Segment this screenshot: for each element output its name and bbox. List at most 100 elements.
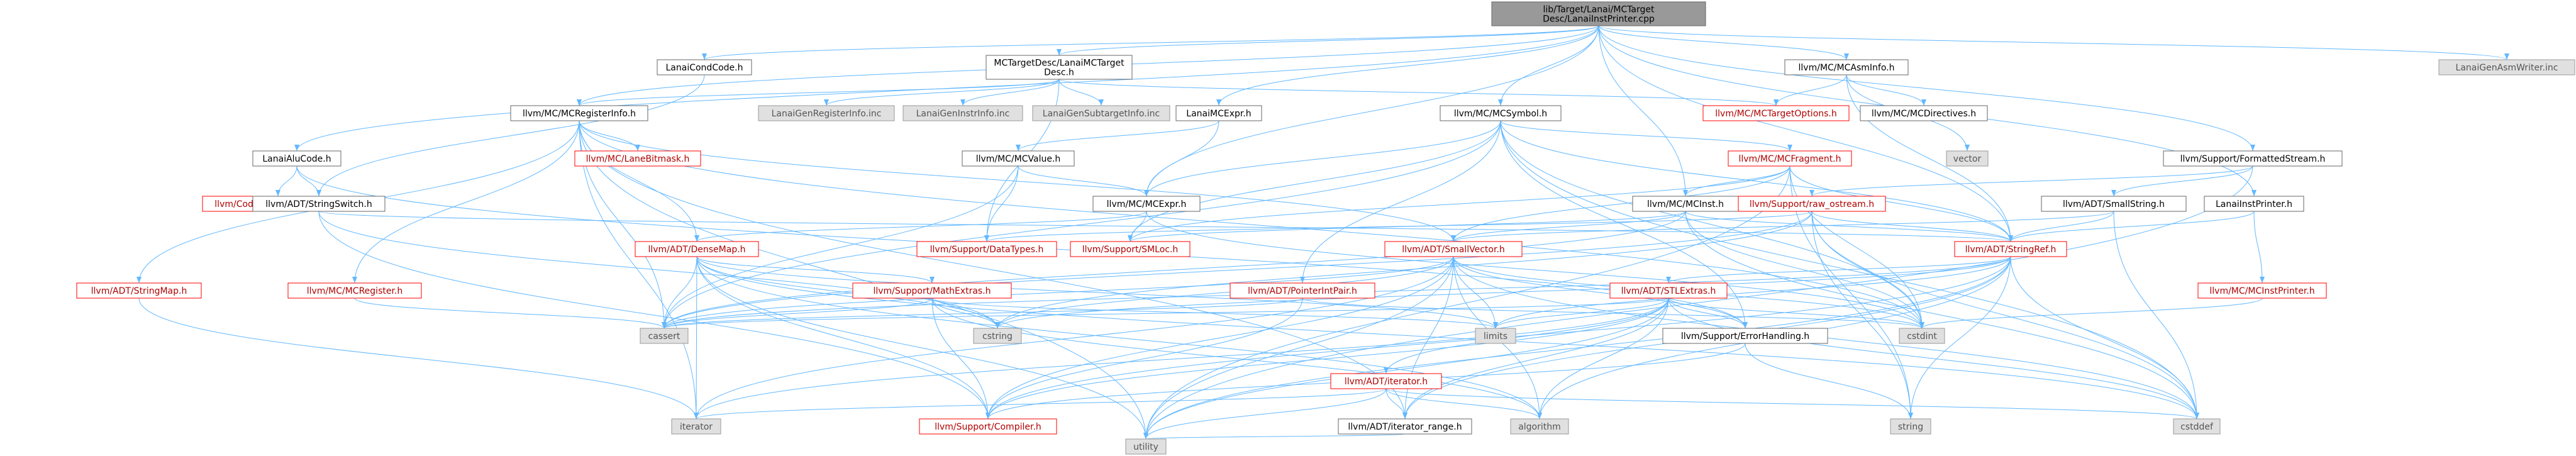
graph-node-cstring[interactable]: cstring bbox=[973, 328, 1022, 344]
graph-node-smloc[interactable]: llvm/Support/SMLoc.h bbox=[1070, 241, 1191, 257]
graph-node-limits[interactable]: limits bbox=[1475, 328, 1516, 344]
graph-node-box bbox=[1491, 1, 1706, 26]
edge-root-to-lanaimcexpr bbox=[1216, 25, 1599, 106]
graph-node-label: llvm/MC/MCTargetOptions.h bbox=[1715, 109, 1837, 119]
graph-node-compiler[interactable]: llvm/Support/Compiler.h bbox=[919, 418, 1057, 435]
graph-node-string[interactable]: string bbox=[1890, 418, 1931, 435]
graph-node-stringmap[interactable]: llvm/ADT/StringMap.h bbox=[76, 282, 202, 299]
graph-node-mcsymbol[interactable]: llvm/MC/MCSymbol.h bbox=[1440, 105, 1562, 121]
graph-node-label: llvm/ADT/StringMap.h bbox=[91, 286, 187, 296]
edge-iteratorrange-to-utility bbox=[1144, 432, 1406, 440]
graph-node-label: llvm/MC/LaneBitmask.h bbox=[586, 154, 690, 164]
graph-node-errorhandling[interactable]: llvm/Support/ErrorHandling.h bbox=[1662, 328, 1828, 344]
graph-node-utility[interactable]: utility bbox=[1125, 438, 1167, 455]
edge-stlextras-to-limits bbox=[1493, 298, 1669, 329]
graph-node-mathextras[interactable]: llvm/Support/MathExtras.h bbox=[852, 282, 1012, 299]
graph-node-instrinfoinc[interactable]: LanaiGenInstrInfo.inc bbox=[902, 105, 1023, 121]
graph-node-label: iterator bbox=[680, 422, 713, 432]
edge-adtiterator-to-utility bbox=[1143, 388, 1387, 440]
graph-node-formattedstream[interactable]: llvm/Support/FormattedStream.h bbox=[2163, 150, 2343, 167]
graph-node-datatypes[interactable]: llvm/Support/DataTypes.h bbox=[916, 241, 1057, 257]
graph-node-label: lib/Target/Lanai/MCTarget bbox=[1543, 5, 1655, 15]
graph-node-mcinstprinter[interactable]: llvm/MC/MCInstPrinter.h bbox=[2197, 282, 2327, 299]
edge-rawostream-to-datatypes bbox=[984, 211, 1813, 242]
graph-node-stringswitch[interactable]: llvm/ADT/StringSwitch.h bbox=[252, 196, 386, 212]
graph-node-lanaimcexpr[interactable]: LanaiMCExpr.h bbox=[1175, 105, 1262, 121]
graph-node-label: llvm/Support/ErrorHandling.h bbox=[1681, 331, 1809, 342]
graph-node-rawostream[interactable]: llvm/Support/raw_ostream.h bbox=[1738, 196, 1886, 212]
graph-node-cstddef[interactable]: cstddef bbox=[2173, 418, 2221, 435]
edge-densemap-to-compiler bbox=[696, 256, 991, 420]
graph-node-mcvalue[interactable]: llvm/MC/MCValue.h bbox=[962, 150, 1075, 167]
graph-node-stlextras[interactable]: llvm/ADT/STLExtras.h bbox=[1609, 282, 1728, 299]
graph-node-adtiterator[interactable]: llvm/ADT/iterator.h bbox=[1330, 373, 1442, 389]
graph-node-densemap[interactable]: llvm/ADT/DenseMap.h bbox=[635, 241, 759, 257]
graph-node-mctargetoptions[interactable]: llvm/MC/MCTargetOptions.h bbox=[1702, 105, 1850, 121]
graph-node-box bbox=[1092, 196, 1201, 212]
edge-mcexpr-to-densemap bbox=[694, 211, 1147, 242]
graph-node-box bbox=[1475, 328, 1516, 344]
edge-root-to-formattedstream bbox=[1598, 25, 2255, 152]
graph-node-condcode[interactable]: LanaiCondCode.h bbox=[657, 59, 752, 75]
edge-densemap-to-mathextras bbox=[696, 256, 935, 284]
graph-node-smallvector[interactable]: llvm/ADT/SmallVector.h bbox=[1384, 241, 1523, 257]
graph-node-mcasminfo[interactable]: llvm/MC/MCAsmInfo.h bbox=[1784, 59, 1909, 75]
edge-stlextras-to-iterator bbox=[694, 298, 1669, 420]
graph-node-iteratorrange[interactable]: llvm/ADT/iterator_range.h bbox=[1338, 418, 1472, 435]
edge-stlextras-to-cstddef bbox=[1668, 298, 2199, 420]
edge-root-to-mctargetdesc bbox=[1057, 25, 1599, 56]
graph-node-smallstring[interactable]: llvm/ADT/SmallString.h bbox=[2041, 196, 2187, 212]
graph-node-label: llvm/ADT/iterator.h bbox=[1345, 377, 1428, 387]
edge-smallvector-to-cassert bbox=[662, 256, 1454, 329]
edge-densemap-to-cstddef bbox=[696, 256, 2199, 420]
graph-node-mcfragment[interactable]: llvm/MC/MCFragment.h bbox=[1728, 150, 1852, 167]
graph-node-mcinst[interactable]: llvm/MC/MCInst.h bbox=[1632, 196, 1739, 212]
edge-adtiterator-to-algorithm bbox=[1385, 388, 1542, 420]
graph-node-mcdirectives[interactable]: llvm/MC/MCDirectives.h bbox=[1860, 105, 1988, 121]
graph-node-label: llvm/MC/MCFragment.h bbox=[1738, 154, 1841, 164]
graph-node-box bbox=[76, 282, 202, 299]
graph-node-label: cassert bbox=[648, 331, 680, 342]
graph-node-box bbox=[1070, 241, 1191, 257]
graph-node-box bbox=[635, 241, 759, 257]
graph-node-reginfoinc[interactable]: LanaiGenRegisterInfo.inc bbox=[758, 105, 895, 121]
edge-mcfragment-to-stringref bbox=[1789, 165, 2013, 242]
graph-node-mcregisterinfo[interactable]: llvm/MC/MCRegisterInfo.h bbox=[510, 105, 648, 121]
edge-mcfragment-to-utility bbox=[1143, 165, 1790, 440]
graph-node-cassert[interactable]: cassert bbox=[640, 328, 689, 344]
edge-formattedstream-to-rawostream bbox=[1809, 165, 2253, 197]
graph-node-stringref[interactable]: llvm/ADT/StringRef.h bbox=[1954, 241, 2067, 257]
graph-node-root[interactable]: lib/Target/Lanai/MCTargetDesc/LanaiInstP… bbox=[1491, 1, 1706, 26]
graph-node-label: LanaiGenSubtargetInfo.inc bbox=[1043, 109, 1160, 119]
graph-node-cstdint[interactable]: cstdint bbox=[1899, 328, 1945, 344]
graph-node-box bbox=[2163, 150, 2343, 167]
graph-node-box bbox=[1860, 105, 1988, 121]
graph-node-label: llvm/Support/Compiler.h bbox=[935, 422, 1041, 432]
graph-node-mcexpr[interactable]: llvm/MC/MCExpr.h bbox=[1092, 196, 1201, 212]
graph-node-lanebitmask[interactable]: llvm/MC/LaneBitmask.h bbox=[574, 150, 701, 167]
graph-node-subtargetinc[interactable]: LanaiGenSubtargetInfo.inc bbox=[1032, 105, 1170, 121]
graph-node-vector[interactable]: vector bbox=[1946, 150, 1989, 167]
graph-node-label: llvm/ADT/DenseMap.h bbox=[648, 245, 745, 255]
graph-node-lanaialucode[interactable]: LanaiAluCode.h bbox=[252, 150, 341, 167]
graph-node-algorithm[interactable]: algorithm bbox=[1510, 418, 1569, 435]
edge-stlextras-to-compiler bbox=[985, 298, 1669, 420]
graph-node-asmwriterinc[interactable]: LanaiGenAsmWriter.inc bbox=[2438, 59, 2575, 75]
graph-node-label: LanaiGenAsmWriter.inc bbox=[2456, 63, 2558, 73]
graph-node-box bbox=[1032, 105, 1170, 121]
edge-stringref-to-cstddef bbox=[2010, 256, 2199, 420]
graph-node-lanaiinstprinter[interactable]: LanaiInstPrinter.h bbox=[2204, 196, 2304, 212]
graph-node-label: cstdint bbox=[1907, 331, 1937, 342]
graph-node-pointerintpair[interactable]: llvm/ADT/PointerIntPair.h bbox=[1230, 282, 1375, 299]
graph-node-label: algorithm bbox=[1518, 422, 1561, 432]
graph-node-mcregister[interactable]: llvm/MC/MCRegister.h bbox=[287, 282, 422, 299]
graph-node-box bbox=[1338, 418, 1472, 435]
edge-mcfragment-to-smallvector bbox=[1451, 165, 1790, 242]
graph-node-box bbox=[1728, 150, 1852, 167]
edge-lanaiinstprinter-to-mcinstprinter bbox=[2253, 211, 2265, 284]
graph-node-iterator[interactable]: iterator bbox=[671, 418, 721, 435]
edge-pointerintpair-to-compiler bbox=[985, 298, 1303, 420]
edge-smallstring-to-smallvector bbox=[1451, 211, 2114, 242]
edge-lanaialucode-to-stringswitch bbox=[296, 165, 321, 197]
